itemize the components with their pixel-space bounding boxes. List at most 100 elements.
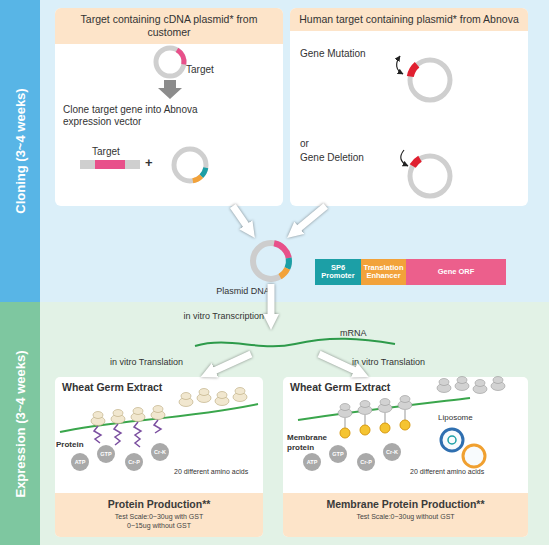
plasmid-dna-segments — [280, 269, 287, 277]
ribosome — [338, 377, 505, 418]
reagent-circle: GTP — [97, 445, 115, 463]
ribosome — [113, 410, 123, 417]
target-insert — [80, 160, 140, 169]
left-translation — [60, 388, 258, 448]
reagent-circle-shape — [125, 453, 143, 471]
protein-chain — [114, 424, 121, 445]
ribosome — [93, 412, 103, 419]
option-label: or — [300, 138, 330, 150]
part-label: Target — [186, 64, 236, 76]
ribosome — [340, 404, 350, 411]
reagent-circle: ATP — [303, 453, 321, 471]
flow-arrow — [268, 284, 275, 320]
reagent-circle-shape — [97, 445, 115, 463]
ribosome — [360, 401, 370, 408]
expression-band: Expression (3~4 weeks)mRNAWheat Germ Ext… — [0, 302, 549, 545]
reagent-label: ATP — [71, 453, 89, 471]
reagent-circle-shape — [303, 453, 321, 471]
box-heading: Target containing cDNA plasmid* from cus… — [55, 8, 283, 44]
plasmid-circle-shape — [253, 243, 289, 279]
reagent-note: 20 different amino acids — [174, 468, 262, 476]
liposome — [448, 436, 456, 444]
ribosome — [153, 406, 163, 413]
reagent-circle: GTP — [329, 445, 347, 463]
band-title: Expression (3~4 weeks) — [13, 350, 28, 497]
expression-vector — [201, 168, 206, 177]
plasmid-dna-segments — [274, 243, 289, 276]
plasmid-dna-segments — [274, 243, 289, 258]
ribosome — [235, 388, 245, 395]
membrane-protein — [345, 418, 346, 428]
step-label: in vitro Transcription — [172, 311, 264, 321]
reagent-note: 20 different amino acids — [410, 468, 510, 476]
footer-note: Test Scale:0~30ug without GST — [326, 512, 486, 521]
membrane-protein — [400, 420, 410, 430]
step-note: Clone target gene into Abnova expression… — [63, 104, 228, 128]
customer-plasmid — [177, 50, 184, 65]
mutation-plasmid — [410, 65, 417, 77]
reagent-circle-shape — [329, 445, 347, 463]
reagent-circle: ATP — [71, 453, 89, 471]
production-footer: Protein Production**Test Scale:0~30ug wi… — [55, 493, 263, 537]
deletion-plasmid — [401, 150, 408, 166]
protein-chain — [154, 420, 161, 433]
plasmid-label: Plasmid DNA — [198, 286, 288, 296]
mutation-plasmid — [397, 56, 450, 100]
reagent-circle: Cr-K — [151, 443, 169, 461]
step-label: in vitro Translation — [352, 357, 452, 367]
ribosome — [380, 399, 390, 406]
protein-chain — [94, 426, 101, 443]
construct-segment: SP6 Promoter — [315, 259, 361, 285]
flow-arrow — [210, 354, 251, 373]
band-title: Cloning (3~4 weeks) — [13, 88, 28, 213]
reagent-circle-shape — [71, 453, 89, 471]
flow-arrow — [295, 206, 326, 232]
part-label: Membrane protein — [287, 433, 337, 452]
mutation-plasmid — [410, 60, 450, 100]
reagent-label: Cr-P — [357, 453, 375, 471]
ribosome — [493, 377, 503, 384]
ribosome — [217, 392, 227, 399]
flow-arrow — [319, 354, 360, 373]
liposome — [463, 445, 485, 467]
footer-note: Test Scale:0~30ug with GST 0~15ug withou… — [109, 512, 209, 530]
membrane-protein — [365, 415, 366, 425]
reagent-label: GTP — [97, 445, 115, 463]
expression-vector — [193, 176, 202, 181]
extract-box: Wheat Germ ExtractATPGTPCr-PCr-KProtein … — [55, 377, 263, 537]
construct-segment: Translation Enhancer — [361, 259, 406, 285]
ribosome — [439, 379, 449, 386]
deletion-plasmid — [401, 150, 450, 196]
deletion-plasmid — [413, 159, 420, 166]
customer-plasmid — [156, 48, 184, 76]
segment-label: Gene ORF — [438, 268, 475, 277]
plus-sign: + — [145, 155, 159, 171]
deletion-plasmid — [410, 156, 450, 196]
liposome — [441, 429, 463, 451]
reagent-circle: Cr-P — [357, 453, 375, 471]
liposome — [441, 429, 485, 467]
production-footer: Membrane Protein Production**Test Scale:… — [283, 493, 528, 537]
reagent-circle-shape — [151, 443, 169, 461]
reagent-label: Cr-P — [125, 453, 143, 471]
part-label: Protein — [56, 440, 94, 450]
box-heading: Human target containing plasmid* from Ab… — [290, 8, 528, 31]
segment-label: Translation Enhancer — [361, 264, 406, 281]
option-label: Gene Mutation — [300, 48, 390, 60]
protein-chain — [94, 420, 161, 447]
right-translation — [298, 377, 505, 468]
membrane-protein — [385, 413, 386, 423]
flow-arrow — [233, 206, 249, 230]
footer-title: Protein Production** — [55, 498, 263, 511]
ribosome — [199, 389, 209, 396]
target-insert — [80, 160, 140, 169]
plasmid-dna-segments — [287, 258, 289, 269]
construct-segment: Gene ORF — [406, 259, 506, 285]
customer-plasmid — [156, 48, 184, 76]
membrane-protein — [380, 423, 390, 433]
membrane-protein — [340, 420, 410, 438]
ribosome — [475, 380, 485, 387]
reagent-circle-shape — [357, 453, 375, 471]
ribosome — [400, 396, 410, 403]
